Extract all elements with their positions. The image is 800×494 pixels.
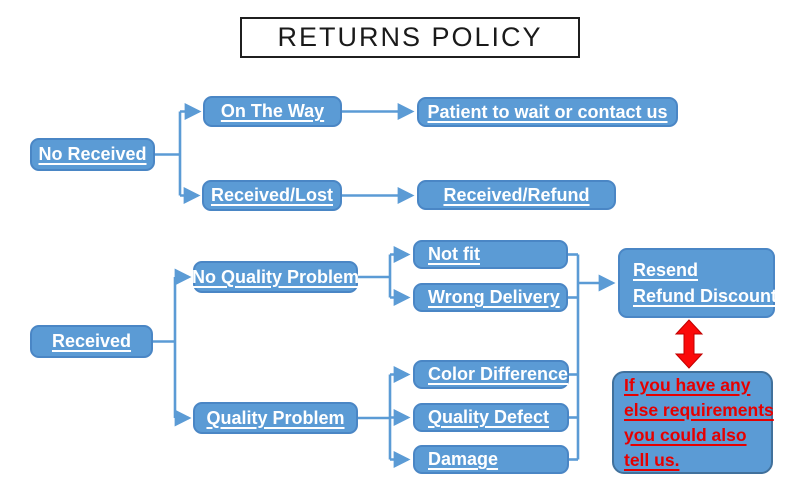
node-patient-wait-label: Patient to wait or contact us — [427, 101, 668, 122]
node-quality-problem-label: Quality Problem — [206, 407, 345, 428]
node-received-lost-label: Received/Lost — [210, 185, 334, 205]
node-no-received: No Received — [30, 138, 155, 171]
node-quality-defect-label: Quality Defect — [428, 407, 550, 427]
diagram-title: RETURNS POLICY — [277, 22, 543, 52]
node-not-fit-label: Not fit — [428, 244, 480, 264]
node-damage-label: Damage — [428, 449, 499, 469]
node-resend-label: Resend — [633, 260, 699, 280]
red-double-arrow — [674, 319, 704, 369]
node-received-refund: Received/Refund — [417, 180, 616, 210]
node-other-requirements-note: If you have any else requirements you co… — [612, 371, 774, 474]
note-line-1: If you have any — [624, 374, 751, 395]
node-no-quality-problem-label: No Quality Problem — [191, 266, 360, 287]
node-color-difference-label: Color Difference — [428, 364, 569, 384]
node-no-quality-problem: No Quality Problem — [191, 261, 360, 293]
note-line-3: you could also — [624, 424, 747, 445]
note-line-2: else requirements — [624, 399, 774, 420]
node-wrong-delivery-label: Wrong Delivery — [428, 287, 560, 307]
node-received-label: Received — [51, 331, 132, 351]
node-on-the-way-label: On The Way — [220, 101, 325, 121]
node-quality-problem: Quality Problem — [193, 402, 358, 434]
node-patient-wait: Patient to wait or contact us — [417, 97, 678, 127]
node-quality-defect: Quality Defect — [413, 403, 569, 432]
node-received-refund-label: Received/Refund — [443, 184, 590, 205]
node-wrong-delivery: Wrong Delivery — [413, 283, 568, 312]
node-on-the-way: On The Way — [203, 96, 342, 127]
node-received: Received — [30, 325, 153, 358]
node-no-received-label: No Received — [38, 144, 147, 164]
node-received-lost: Received/Lost — [202, 180, 342, 211]
diagram-title-box: RETURNS POLICY — [240, 17, 580, 58]
node-damage: Damage — [413, 445, 569, 474]
node-not-fit: Not fit — [413, 240, 568, 269]
node-refund-discount-label: Refund Discount — [633, 286, 777, 306]
note-line-4: tell us. — [624, 449, 680, 470]
node-color-difference: Color Difference — [413, 360, 569, 389]
node-resend-refund-discount: Resend Refund Discount — [618, 248, 777, 318]
